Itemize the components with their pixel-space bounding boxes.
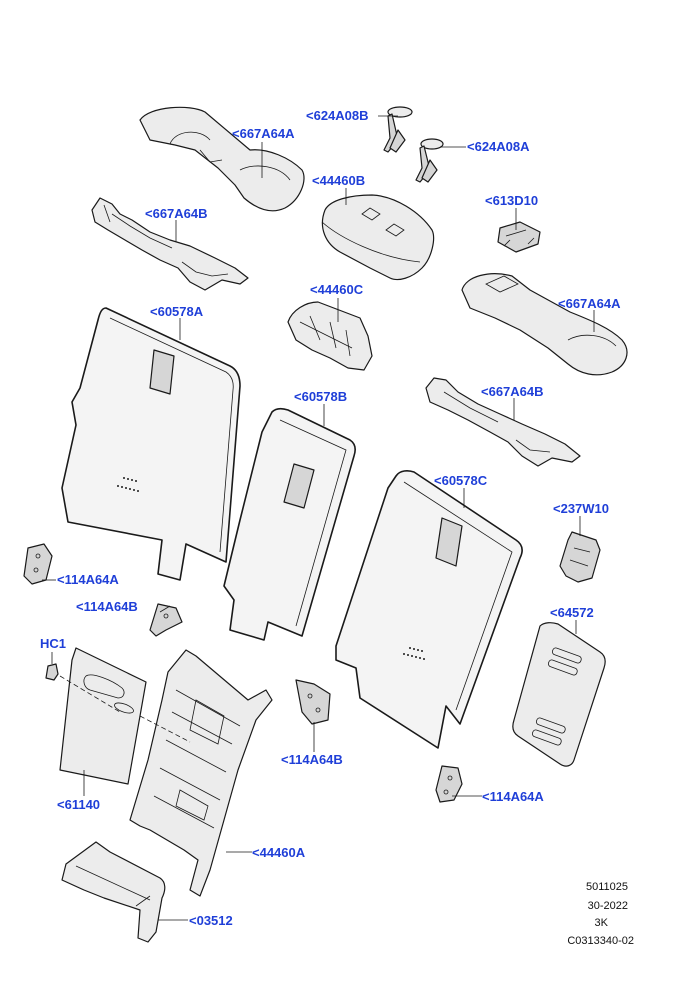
callout-44460b: <44460B (312, 173, 365, 188)
callout-labels: <624A08B <624A08A <667A64A <44460B <613D… (40, 108, 621, 928)
head-restraint-guide-a (415, 138, 444, 183)
reference-block: 5011025 30-2022 3K C0313340-02 (567, 881, 634, 947)
clip-237w10 (559, 531, 601, 583)
seatback-panel-60578a (61, 307, 241, 581)
callout-64572: <64572 (550, 605, 594, 620)
hinge-bracket-right-a (435, 765, 463, 803)
callout-667a64b-right: <667A64B (481, 384, 544, 399)
reference-date: 30-2022 (588, 900, 628, 912)
callout-114a64b-middle: <114A64B (281, 752, 343, 767)
reference-number: 5011025 (586, 881, 628, 893)
callout-60578c: <60578C (434, 473, 488, 488)
callout-624a08a: <624A08A (467, 139, 530, 154)
callout-61140: <61140 (57, 797, 100, 812)
callout-114a64a-left: <114A64A (57, 572, 119, 587)
armrest-frame-left (91, 197, 249, 291)
hinge-bracket-middle-b (295, 679, 331, 725)
callout-624a08b: <624A08B (306, 108, 369, 123)
armrest-cover-right (461, 273, 628, 376)
callout-667a64b-left: <667A64B (145, 206, 208, 221)
armrest-cover-top (139, 106, 305, 212)
callout-03512: <03512 (189, 913, 233, 928)
hinge-bracket-left-a (23, 543, 53, 585)
bracket-613d10 (497, 221, 541, 253)
center-cushion-44460b (321, 194, 435, 281)
callout-667a64a-top: <667A64A (232, 126, 295, 141)
head-restraint-guide-b (383, 106, 413, 153)
hinge-bracket-left-b (149, 603, 183, 637)
callout-613d10: <613D10 (485, 193, 538, 208)
hook-hc1 (45, 663, 59, 681)
callout-667a64a-right: <667A64A (558, 296, 621, 311)
seatback-panel-60578c (335, 470, 523, 749)
armrest-frame-right (425, 377, 581, 467)
callout-hc1: HC1 (40, 636, 66, 651)
foam-block-44460c (287, 301, 373, 371)
seat-tray-03512 (61, 841, 166, 943)
plate-64572 (512, 622, 606, 767)
seatback-panel-60578b (223, 407, 356, 641)
reference-drawing-id: C0313340-02 (567, 935, 634, 947)
seat-frame-44460a (129, 649, 273, 897)
callout-114a64b-left: <114A64B (76, 599, 138, 614)
callout-44460c: <44460C (310, 282, 364, 297)
back-cover-61140 (59, 647, 147, 785)
callout-237w10: <237W10 (553, 501, 609, 516)
callout-114a64a-right: <114A64A (482, 789, 544, 804)
reference-code: 3K (595, 917, 609, 929)
leader-lines (42, 115, 595, 921)
callout-60578a: <60578A (150, 304, 204, 319)
callout-44460a: <44460A (252, 845, 306, 860)
callout-60578b: <60578B (294, 389, 347, 404)
